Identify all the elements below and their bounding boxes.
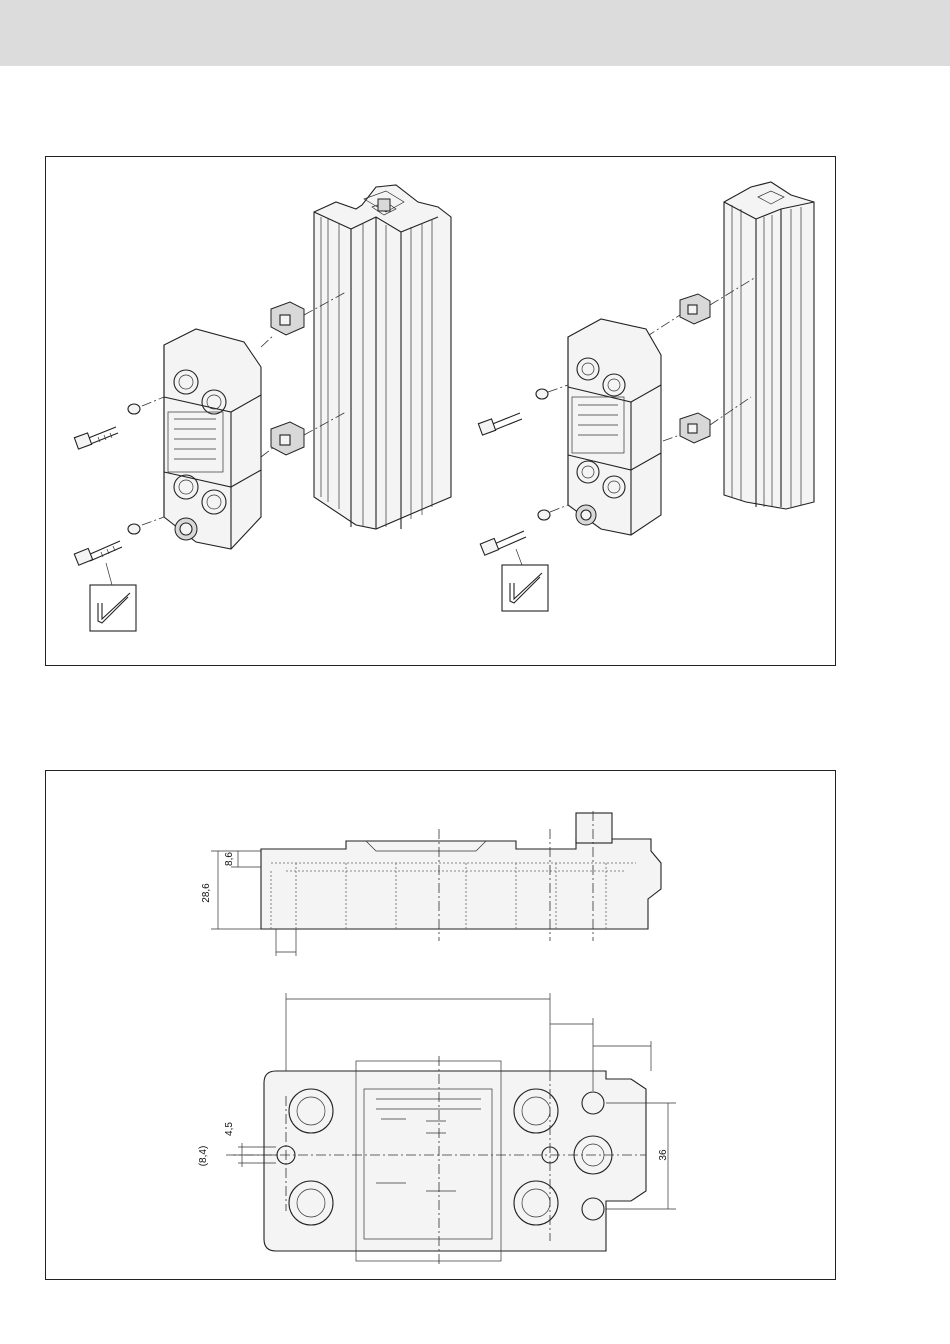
screw-lower-left (74, 524, 140, 565)
mounting-drawing (46, 157, 837, 667)
mounting-figure (45, 156, 836, 666)
page-header-band (0, 0, 950, 66)
side-view (211, 811, 661, 956)
t-nut-upper-right (680, 294, 710, 324)
dim-hole-ref: (8,4) (198, 1146, 209, 1167)
tool-box-right (502, 549, 548, 611)
t-nut-lower-left (271, 422, 304, 455)
device-right (568, 319, 661, 535)
t-nut-lower-right (680, 413, 710, 443)
top-view (226, 993, 676, 1266)
tool-box-left (90, 563, 136, 631)
dim-spacing: 36 (658, 1149, 669, 1161)
t-nut-upper-left (271, 302, 304, 335)
aluminium-profile-right (724, 182, 814, 509)
screw-lower-right (480, 510, 550, 555)
device-left (164, 329, 261, 549)
dim-hole-offset: 4,5 (224, 1122, 235, 1136)
dimension-figure: 28,6 8,6 4,5 (8,4) 36 (45, 770, 836, 1280)
screw-upper-left (74, 404, 140, 449)
screw-upper-right (478, 389, 548, 435)
dimension-drawing: 28,6 8,6 4,5 (8,4) 36 (46, 771, 837, 1281)
dim-height-step: 8,6 (224, 852, 235, 866)
aluminium-profile-left (314, 185, 451, 529)
dim-height-total: 28,6 (201, 883, 212, 903)
